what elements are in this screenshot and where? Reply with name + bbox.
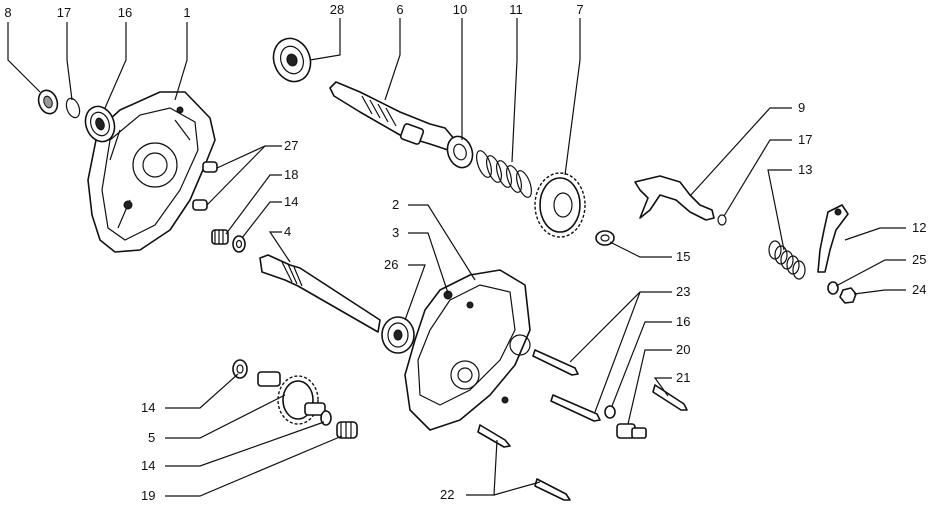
callout-25: 25 [912, 252, 926, 267]
callout-23: 23 [676, 284, 690, 299]
bearing-top [272, 37, 312, 83]
callout-6: 6 [396, 2, 403, 17]
callout-4: 4 [284, 224, 291, 239]
washer-25 [827, 281, 839, 295]
washer-lower [232, 359, 248, 379]
spring [476, 150, 532, 198]
nut-24 [839, 287, 857, 304]
leader-lines [7, 18, 906, 497]
needle-bearing-lower [336, 421, 358, 439]
bolt-23b [550, 394, 601, 422]
washer-15 [595, 230, 615, 246]
callout-15: 15 [676, 249, 690, 264]
needle-bearing-upper [211, 229, 229, 245]
callout-17-upper: 18 [284, 167, 298, 182]
gear-large [534, 172, 586, 238]
screw-22-right [652, 384, 688, 411]
seal-ring [37, 89, 59, 115]
callout-14-lower: 14 [141, 400, 155, 415]
shift-fork [634, 175, 715, 221]
callout-8: 8 [4, 5, 11, 20]
output-shaft [259, 254, 381, 333]
screw-22-bottom-a [477, 424, 511, 448]
bolt-21 [616, 423, 647, 439]
bolt-23a [532, 349, 579, 376]
callout-19: 17 [798, 132, 812, 147]
callout-26: 27 [284, 138, 298, 153]
callout-27: 26 [384, 257, 398, 272]
circlip [65, 97, 81, 119]
callout-1: 1 [183, 5, 190, 20]
callout-11: 11 [509, 2, 523, 17]
callout-16: 16 [676, 314, 690, 329]
callout-14-upper: 14 [284, 194, 298, 209]
lever [817, 204, 849, 273]
bearing-center [381, 316, 415, 354]
callout-13: 13 [798, 162, 812, 177]
callout-18: 16 [118, 5, 132, 20]
callout-10: 10 [453, 2, 467, 17]
screw-22-bottom-b [534, 478, 571, 501]
callout-21: 20 [676, 342, 690, 357]
callout-20: 17 [57, 5, 71, 20]
callout-22-bottom: 22 [440, 487, 454, 502]
left-housing-cover [87, 91, 216, 253]
spring-13 [768, 240, 806, 280]
washer-16 [604, 405, 616, 419]
callout-labels: 8 17 16 1 28 6 10 11 7 27 18 14 4 2 3 26… [4, 2, 926, 503]
gear-shaft [257, 371, 326, 425]
callout-17-lower: 19 [141, 488, 155, 503]
callout-14-bottom: 14 [141, 458, 155, 473]
callout-12: 12 [912, 220, 926, 235]
callout-7: 7 [576, 2, 583, 17]
callout-22-right: 21 [676, 370, 690, 385]
dog-clutch [446, 135, 474, 169]
callout-3: 3 [392, 225, 399, 240]
callout-28: 28 [330, 2, 344, 17]
main-housing [404, 269, 531, 431]
callout-9: 9 [798, 100, 805, 115]
callout-2: 2 [392, 197, 399, 212]
artwork [37, 37, 857, 501]
main-shaft [329, 81, 456, 151]
callout-24: 24 [912, 282, 926, 297]
small-ring [717, 214, 727, 226]
callout-5: 5 [148, 430, 155, 445]
washer-near-needle [320, 410, 332, 426]
washer-upper [232, 235, 246, 253]
bearing-left [84, 105, 116, 143]
